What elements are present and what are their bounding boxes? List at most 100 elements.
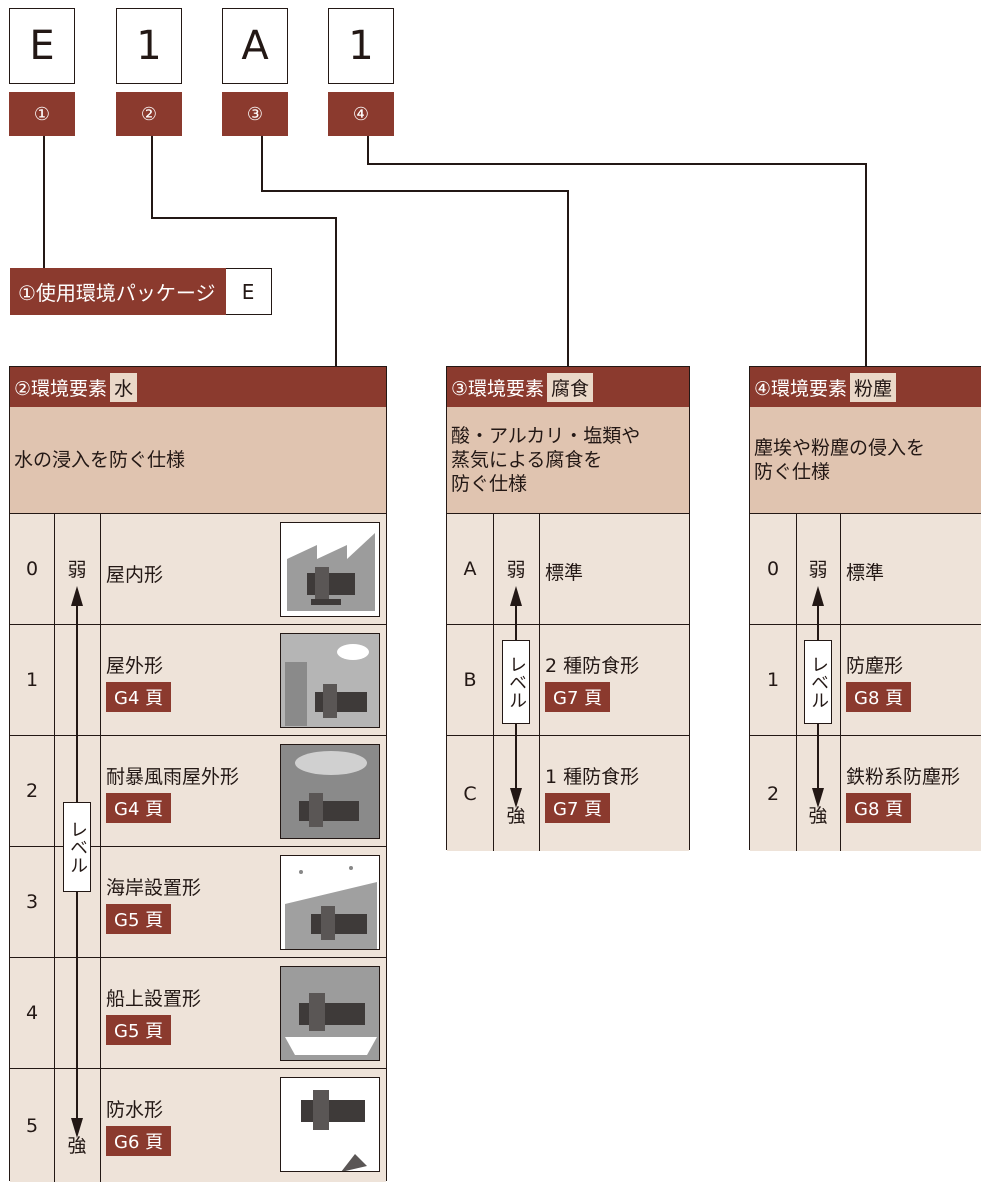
package-label: ①使用環境パッケージ E (10, 268, 272, 315)
row-code: 2 (750, 736, 797, 851)
code-tag-3: ③ (222, 92, 288, 136)
corrosion-title: ③環境要素 (451, 377, 545, 400)
connector-line-4 (367, 136, 867, 366)
weak-label: 弱 (808, 559, 828, 581)
water-description: 水の浸入を防ぐ仕様 (10, 407, 386, 514)
row-code: 3 (10, 847, 55, 957)
dust-description: 塵埃や粉塵の侵入を 防ぐ仕様 (750, 407, 981, 514)
row-name-block: 海岸設置形 G5 頁 (106, 873, 201, 957)
page-reference: G5 頁 (106, 1015, 172, 1045)
row-code: B (447, 625, 494, 735)
row-name-block: 船上設置形 G5 頁 (106, 984, 201, 1068)
row-name: 1 種防食形 (545, 766, 640, 788)
row-name-block: 屋外形 G4 頁 (106, 651, 172, 735)
row-name-block: 鉄粉系防塵形 G8 頁 (846, 762, 960, 851)
dust-title: ④環境要素 (754, 377, 848, 400)
dust-description-line: 防ぐ仕様 (754, 461, 831, 483)
row-code: 2 (10, 736, 55, 846)
row-name: 防水形 (106, 1099, 164, 1121)
row-name: 屋内形 (106, 564, 164, 586)
row-code: 1 (750, 625, 797, 735)
code-tag-1: ① (9, 92, 75, 136)
level-label: レベル (804, 640, 832, 724)
row-code: 4 (10, 958, 55, 1068)
code-letter-2: 1 (116, 8, 182, 84)
dust-panel: ④環境要素 粉塵 塵埃や粉塵の侵入を 防ぐ仕様 0 標準 1 防塵形 G8 頁 … (749, 366, 981, 851)
water-panel: ②環境要素 水 水の浸入を防ぐ仕様 0 屋内形 1 屋外形 G4 頁 2 耐暴風… (9, 366, 387, 1182)
row-code: 5 (10, 1069, 55, 1182)
row-name: 標準 (545, 562, 584, 584)
row-name: 船上設置形 (106, 988, 202, 1010)
row-name-block: 防水形 G6 頁 (106, 1095, 172, 1182)
row-name: 2 種防食形 (545, 655, 640, 677)
level-label: レベル (502, 640, 530, 724)
row-code: 0 (10, 514, 55, 624)
package-value: E (225, 268, 272, 315)
corrosion-row-b: B 2 種防食形 G7 頁 (447, 625, 689, 736)
row-name: 鉄粉系防塵形 (846, 766, 961, 788)
dust-row-0: 0 標準 (750, 514, 981, 625)
water-row-4: 4 船上設置形 G5 頁 (10, 958, 386, 1069)
storm-pump-illustration (280, 744, 380, 839)
corrosion-row-c: C 1 種防食形 G7 頁 (447, 736, 689, 851)
page-reference: G5 頁 (106, 904, 172, 934)
water-title-highlight: 水 (110, 372, 138, 402)
water-level-column: 弱 レベル 強 (54, 514, 101, 1182)
row-code: C (447, 736, 494, 851)
package-label-text: ①使用環境パッケージ (10, 268, 226, 315)
page-reference: G8 頁 (846, 682, 912, 712)
strong-label: 強 (67, 1135, 87, 1157)
dust-title-highlight: 粉塵 (850, 372, 897, 402)
outdoor-pump-illustration (280, 633, 380, 728)
page-reference: G8 頁 (846, 793, 912, 823)
row-name: 標準 (846, 562, 885, 584)
row-code: 0 (750, 514, 797, 624)
corrosion-description-line: 防ぐ仕様 (451, 473, 528, 495)
row-name: 屋外形 (106, 655, 164, 677)
code-tag-4: ④ (328, 92, 394, 136)
dust-description-line: 塵埃や粉塵の侵入を (754, 437, 926, 459)
strong-label: 強 (808, 805, 828, 827)
code-letter-3: A (222, 8, 288, 84)
dust-panel-header: ④環境要素 粉塵 (750, 367, 981, 407)
corrosion-panel: ③環境要素 腐食 酸・アルカリ・塩類や 蒸気による腐食を 防ぐ仕様 A 標準 B… (446, 366, 690, 851)
row-name: 海岸設置形 (106, 877, 202, 899)
row-code: 1 (10, 625, 55, 735)
row-name-block: 耐暴風雨屋外形 G4 頁 (106, 762, 239, 846)
row-name-block: 1 種防食形 G7 頁 (545, 762, 639, 851)
ship-pump-illustration (280, 966, 380, 1061)
corrosion-description-line: 蒸気による腐食を (451, 449, 603, 471)
connector-line-3 (261, 136, 569, 366)
water-row-1: 1 屋外形 G4 頁 (10, 625, 386, 736)
water-row-0: 0 屋内形 (10, 514, 386, 625)
weak-label: 弱 (506, 559, 526, 581)
corrosion-title-highlight: 腐食 (547, 372, 594, 402)
page-reference: G7 頁 (545, 793, 611, 823)
connector-line-2 (151, 136, 337, 366)
level-label: レベル (63, 802, 91, 892)
corrosion-description-line: 酸・アルカリ・塩類や (451, 425, 641, 447)
strong-label: 強 (506, 805, 526, 827)
code-tag-2: ② (116, 92, 182, 136)
row-name-block: 2 種防食形 G7 頁 (545, 651, 639, 735)
coastal-pump-illustration (280, 855, 380, 950)
indoor-pump-illustration (280, 522, 380, 617)
weak-label: 弱 (67, 559, 87, 581)
page-reference: G4 頁 (106, 793, 172, 823)
dust-row-1: 1 防塵形 G8 頁 (750, 625, 981, 736)
waterproof-pump-illustration (280, 1077, 380, 1172)
row-code: A (447, 514, 494, 624)
water-row-5: 5 防水形 G6 頁 (10, 1069, 386, 1182)
page-reference: G6 頁 (106, 1126, 172, 1156)
row-name-block: 防塵形 G8 頁 (846, 651, 912, 735)
code-letter-1: E (9, 8, 75, 84)
water-title: ②環境要素 (14, 377, 108, 400)
corrosion-row-a: A 標準 (447, 514, 689, 625)
corrosion-description: 酸・アルカリ・塩類や 蒸気による腐食を 防ぐ仕様 (447, 407, 689, 514)
dust-row-2: 2 鉄粉系防塵形 G8 頁 (750, 736, 981, 851)
water-panel-header: ②環境要素 水 (10, 367, 386, 407)
corrosion-level-column: 弱 レベル 強 (493, 514, 540, 851)
page-reference: G7 頁 (545, 682, 611, 712)
code-letter-4: 1 (328, 8, 394, 84)
